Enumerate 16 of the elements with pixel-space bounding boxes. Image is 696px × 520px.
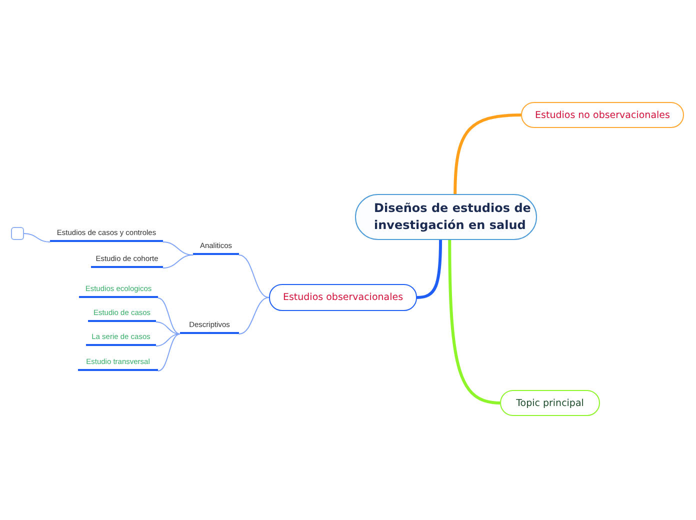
branch-connector (416, 240, 442, 299)
branch-connector (448, 240, 500, 404)
topic-box: Estudios observacionales (269, 284, 417, 311)
branch-connector (162, 254, 194, 268)
branch-connector (156, 334, 180, 346)
empty-topic-box (11, 227, 24, 240)
branch-connector (24, 233, 50, 242)
topic-box: Topic principal (500, 390, 600, 416)
branch-connector (454, 114, 522, 194)
branch-connector (158, 298, 180, 334)
branch-connector (156, 322, 180, 334)
topic-box: Estudios no observacionales (521, 102, 684, 128)
branch-connector (158, 334, 180, 372)
branch-connector (238, 297, 270, 334)
branch-connector (238, 254, 270, 298)
central-topic: Diseños de estudios de investigación en salud (355, 194, 537, 240)
